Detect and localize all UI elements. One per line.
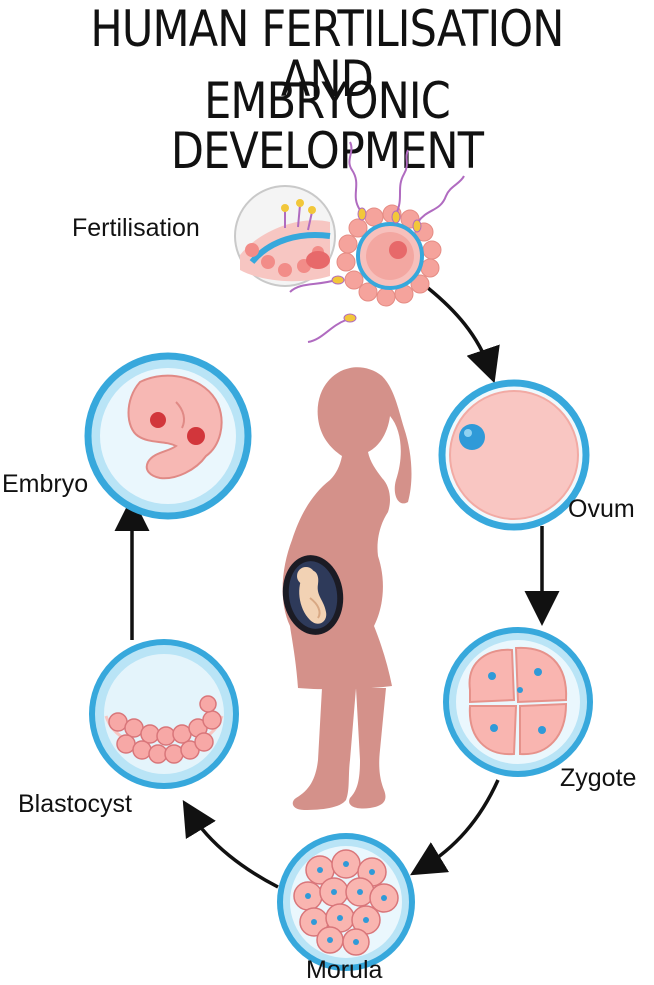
arrow-fertilisation-to-ovum (426, 286, 500, 384)
arrow-morula-to-blastocyst (182, 800, 279, 889)
page-title-line-1: HUMAN FERTILISATION AND (90, 0, 564, 108)
blastocyst-cell (89, 639, 239, 789)
label-zygote: Zygote (560, 764, 637, 792)
arrow-zygote-to-morula (410, 779, 500, 876)
label-blastocyst: Blastocyst (18, 790, 132, 818)
zygote-cell (443, 627, 593, 777)
label-fertilisation: Fertilisation (72, 214, 200, 242)
embryo-cell (84, 352, 252, 520)
label-morula: Morula (306, 956, 383, 984)
morula-cell (277, 833, 415, 971)
pregnant-woman-silhouette (282, 367, 412, 810)
ovum-cell (438, 379, 590, 531)
label-embryo: Embryo (2, 470, 89, 498)
label-ovum: Ovum (568, 495, 635, 523)
page-title-line-2: EMBRYONIC DEVELOPMENT (170, 72, 484, 180)
cycle-arrows (114, 286, 560, 889)
fertilisation-illustration (234, 141, 465, 343)
